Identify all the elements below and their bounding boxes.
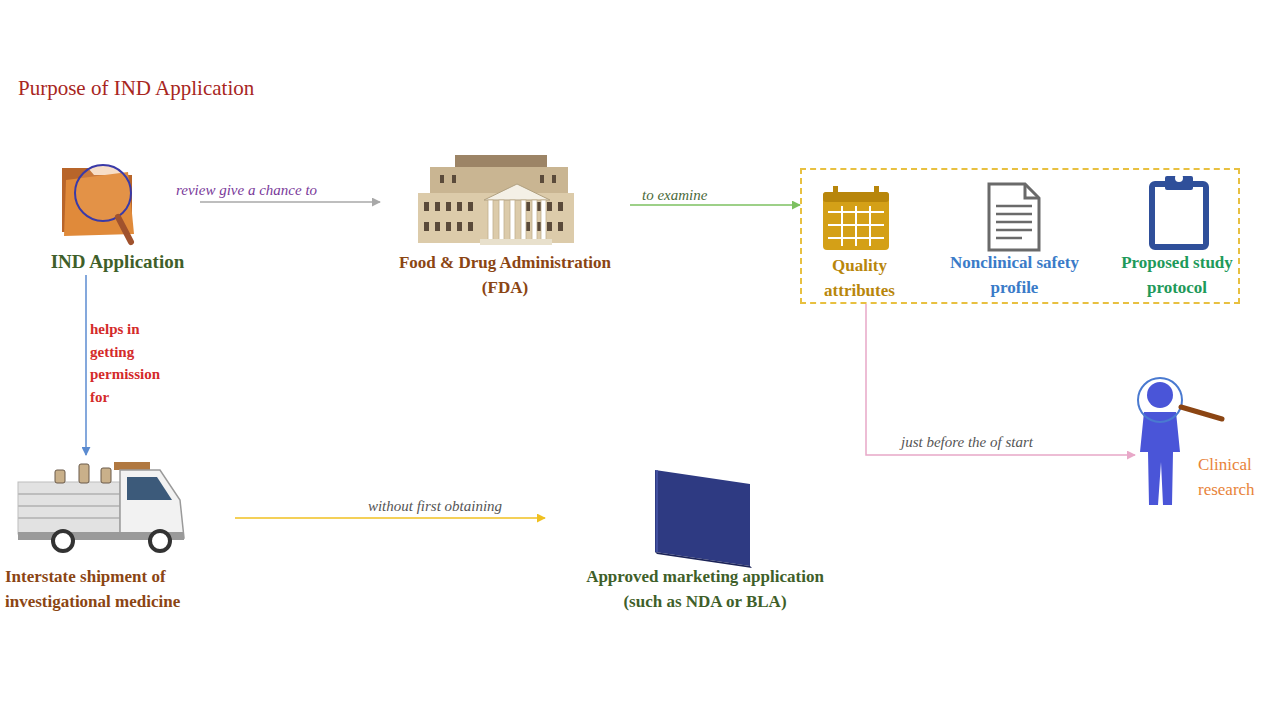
- node-text: Interstate shipment of investigational m…: [5, 565, 233, 614]
- title-underline: [5, 102, 322, 104]
- calendar-icon: [823, 186, 889, 250]
- clipboard-icon: [1152, 174, 1206, 247]
- node-text: Approved marketing application (such as …: [565, 565, 845, 614]
- node-text: IND Application: [35, 248, 200, 276]
- connector-arrow: [630, 204, 800, 206]
- marketing-node: Approved marketing application (such as …: [545, 462, 865, 617]
- document-icon: [989, 184, 1039, 250]
- research-node: Clinical research: [1135, 375, 1280, 505]
- folder-icon: [62, 165, 134, 242]
- book-icon: [655, 470, 752, 568]
- application-node: IND Application: [35, 155, 200, 275]
- node-text: Clinical research: [1198, 453, 1280, 502]
- truck-icon: [18, 462, 184, 551]
- diagram-title: Purpose of IND Application: [18, 76, 254, 101]
- node-text: Food & Drug Administration (FDA): [380, 251, 630, 300]
- protocol-node: Proposed study protocol: [1114, 180, 1240, 300]
- node-text: Quality attributes: [812, 254, 907, 303]
- building-icon: [418, 155, 574, 245]
- review-group-box: Quality attributes Nonclinical safety pro…: [800, 168, 1240, 304]
- connector-arrow: [235, 517, 545, 519]
- connector-arrow: [85, 275, 87, 455]
- shipment-node: Interstate shipment of investigational m…: [5, 455, 235, 615]
- edge-label: review give a chance to: [176, 179, 366, 202]
- edge-label: to examine: [642, 184, 762, 207]
- connector-arrow: [200, 201, 380, 203]
- node-text: Proposed study protocol: [1108, 251, 1246, 300]
- agency-node: Food & Drug Administration (FDA): [380, 152, 630, 302]
- connector-arrow: [866, 304, 1135, 455]
- quality-node: Quality attributes: [812, 180, 907, 300]
- edge-label: helps in getting permission for: [90, 318, 172, 408]
- safety-node: Nonclinical safety profile: [927, 180, 1102, 300]
- node-text: Nonclinical safety profile: [927, 251, 1102, 300]
- edge-label: just before the of start: [901, 431, 1101, 454]
- edge-label: without first obtaining: [340, 495, 530, 518]
